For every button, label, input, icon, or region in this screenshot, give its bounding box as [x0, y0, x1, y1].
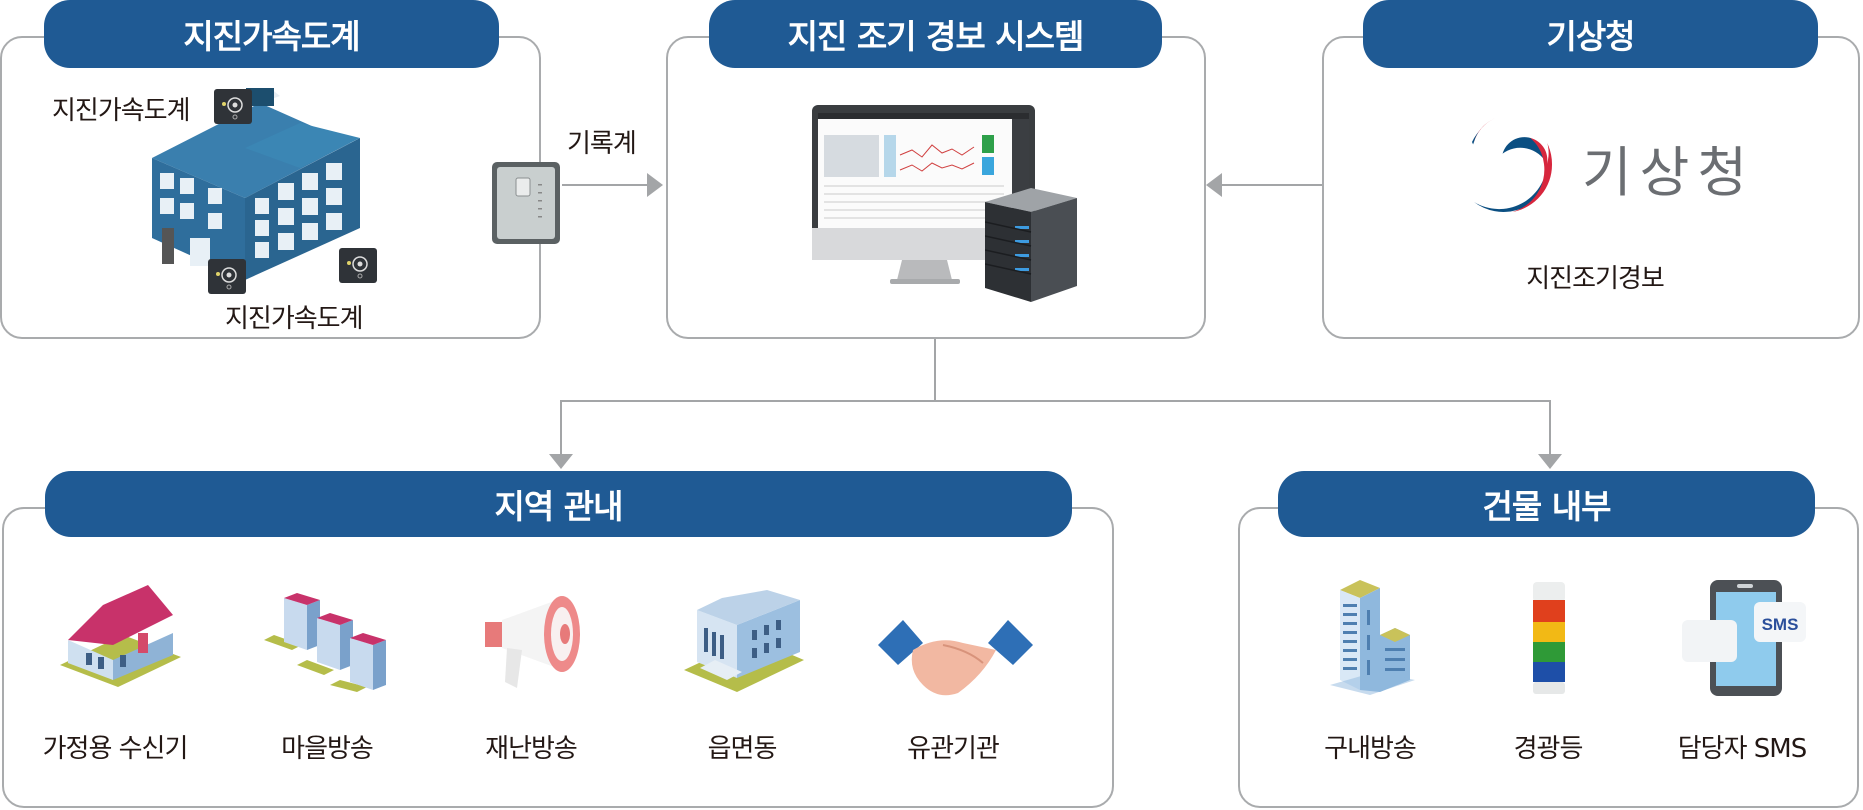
- office-tower-icon: [1325, 580, 1417, 695]
- building-icon: [150, 88, 370, 283]
- signal-tower-light-icon: [1530, 580, 1568, 695]
- system-panel-title: 지진 조기 경보 시스템: [709, 0, 1162, 68]
- accelerometer-sensor-icon: [338, 247, 378, 284]
- accelerometer-panel-title: 지진가속도계: [44, 0, 499, 68]
- connector-system-down: [934, 339, 936, 401]
- arrowhead-down-icon: [1538, 454, 1562, 469]
- kma-panel: [1322, 36, 1860, 339]
- connector-branch-left: [560, 400, 562, 456]
- connector-branch: [560, 400, 1551, 402]
- government-building-icon: [682, 590, 807, 695]
- megaphone-icon: [477, 592, 587, 690]
- sms-phone-icon: SMS: [1682, 578, 1807, 698]
- handshake-icon: [878, 615, 1033, 700]
- arrowhead-left-icon: [1206, 173, 1222, 197]
- sensor-label-top: 지진가속도계: [52, 96, 191, 126]
- recorder-icon: [490, 160, 562, 246]
- connector-kma-to-system: [1218, 184, 1322, 186]
- connector-recorder-to-system: [562, 184, 650, 186]
- sms-badge: SMS: [1762, 615, 1799, 634]
- sensor-label-bottom: 지진가속도계: [225, 304, 364, 334]
- kma-emblem-icon: [1452, 112, 1556, 214]
- building-panel-title: 건물 내부: [1278, 471, 1815, 537]
- building-item-label: 구내방송: [1324, 734, 1417, 764]
- village-icon: [262, 590, 394, 692]
- regional-item-label: 읍면동: [707, 734, 778, 764]
- building-item-label: 담당자 SMS: [1677, 734, 1807, 764]
- kma-logo-text: 기상청: [1582, 141, 1756, 204]
- accelerometer-sensor-icon: [207, 258, 247, 295]
- accelerometer-sensor-icon: [213, 88, 253, 125]
- regional-item-label: 마을방송: [281, 734, 374, 764]
- regional-item-label: 가정용 수신기: [42, 734, 189, 764]
- arrowhead-right-icon: [647, 173, 663, 197]
- recorder-label: 기록계: [567, 129, 637, 159]
- building-item-label: 경광등: [1513, 734, 1584, 764]
- kma-panel-title: 기상청: [1363, 0, 1818, 68]
- arrowhead-down-icon: [549, 454, 573, 469]
- regional-item-label: 재난방송: [485, 734, 578, 764]
- regional-panel-title: 지역 관내: [45, 471, 1072, 537]
- regional-item-label: 유관기관: [907, 734, 1000, 764]
- connector-branch-right: [1549, 400, 1551, 456]
- kma-caption: 지진조기경보: [1526, 264, 1665, 294]
- server-icon: [985, 188, 1077, 302]
- house-icon: [58, 585, 183, 690]
